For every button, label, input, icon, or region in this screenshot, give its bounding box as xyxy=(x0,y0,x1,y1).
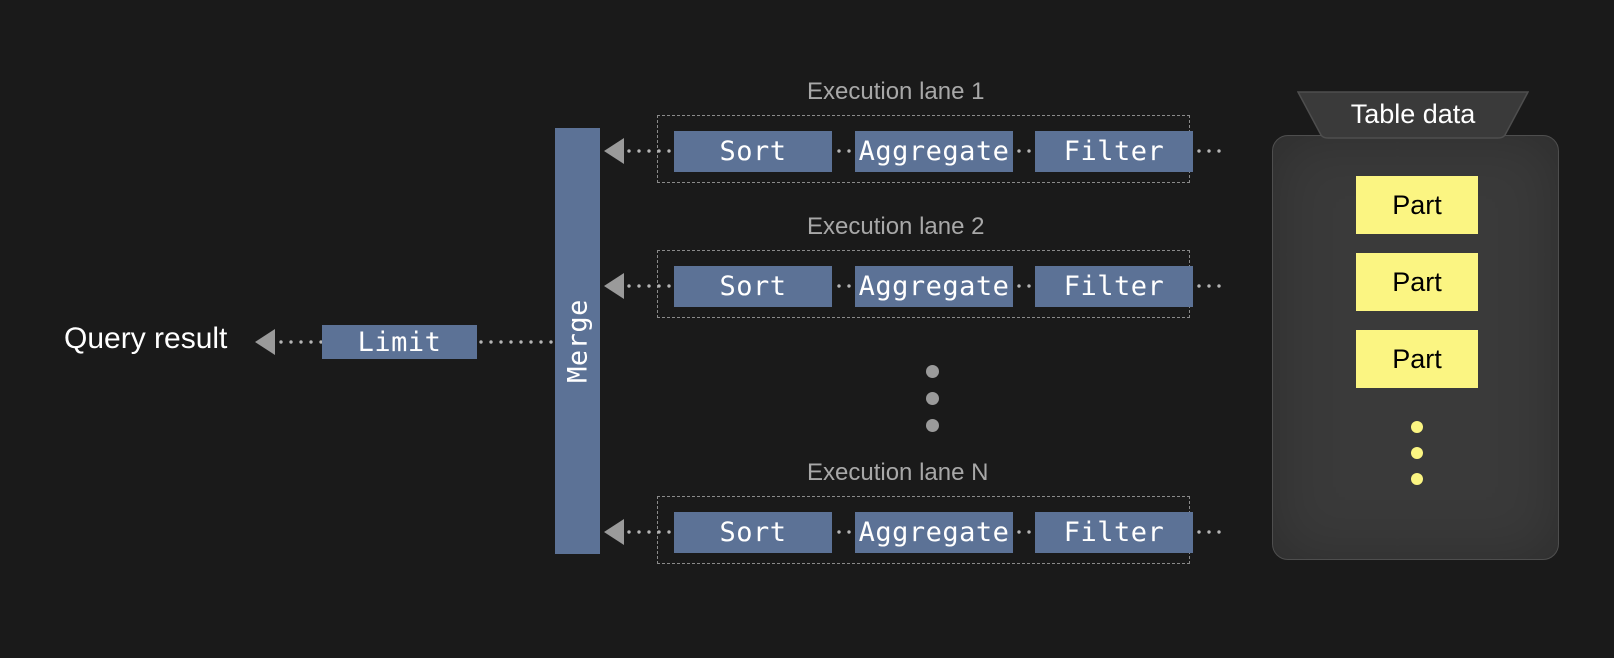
lane-1-merge-arrow-icon xyxy=(604,138,624,164)
lane-ellipsis-icon xyxy=(926,365,939,446)
ellipsis-dot xyxy=(926,392,939,405)
execution-lane-2-label: Execution lane 2 xyxy=(807,213,985,240)
merge-label: Merge xyxy=(562,299,593,383)
ellipsis-dot xyxy=(1411,447,1423,459)
ellipsis-dot xyxy=(1411,473,1423,485)
ellipsis-dot xyxy=(926,365,939,378)
lane-1-filter-box[interactable]: Filter xyxy=(1035,131,1193,172)
lane-2-filter-box[interactable]: Filter xyxy=(1035,266,1193,307)
lane-2-sort-box[interactable]: Sort xyxy=(674,266,832,307)
lane-2-merge-arrow-icon xyxy=(604,273,624,299)
part-box[interactable]: Part xyxy=(1356,176,1478,234)
table-data-tab-label: Table data xyxy=(1350,98,1476,129)
lane-2-aggregate-box[interactable]: Aggregate xyxy=(855,266,1013,307)
execution-lane-n-label: Execution lane N xyxy=(807,459,989,486)
limit-operator-box[interactable]: Limit xyxy=(322,325,477,359)
lane-n-aggregate-box[interactable]: Aggregate xyxy=(855,512,1013,553)
lane-n-merge-arrow-icon xyxy=(604,519,624,545)
lane-1-aggregate-box[interactable]: Aggregate xyxy=(855,131,1013,172)
lane-n-filter-box[interactable]: Filter xyxy=(1035,512,1193,553)
query-result-label: Query result xyxy=(64,322,228,355)
part-box[interactable]: Part xyxy=(1356,330,1478,388)
ellipsis-dot xyxy=(1411,421,1423,433)
query-result-arrow-icon xyxy=(255,329,275,355)
execution-lane-1-label: Execution lane 1 xyxy=(807,78,985,105)
merge-operator-bar[interactable]: Merge xyxy=(555,128,600,554)
lane-1-sort-box[interactable]: Sort xyxy=(674,131,832,172)
lane-n-sort-box[interactable]: Sort xyxy=(674,512,832,553)
table-data-tab: Table data xyxy=(1297,91,1529,141)
ellipsis-dot xyxy=(926,419,939,432)
table-data-tab-shape xyxy=(1297,91,1529,139)
table-data-ellipsis-icon xyxy=(1411,421,1423,499)
part-box[interactable]: Part xyxy=(1356,253,1478,311)
